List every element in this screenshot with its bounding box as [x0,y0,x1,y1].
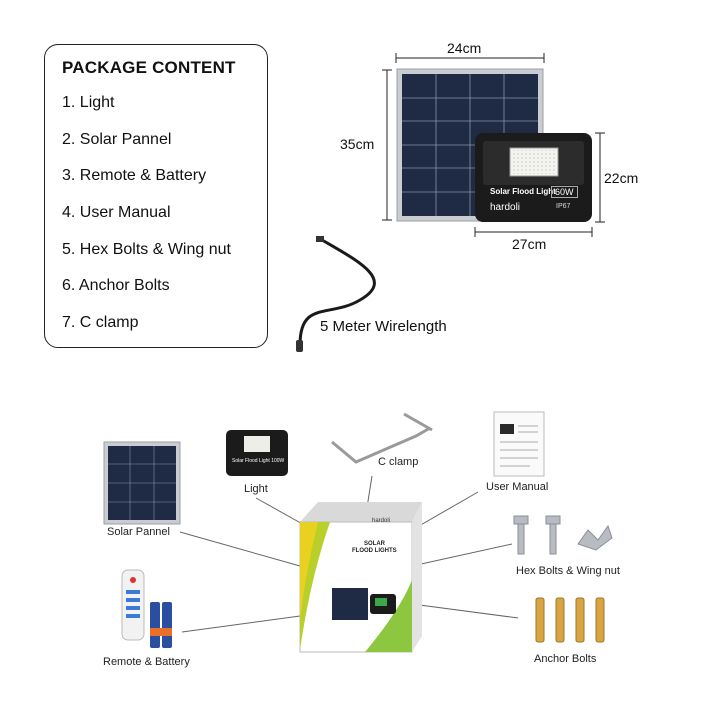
wire-length-label: 5 Meter Wirelength [320,318,447,335]
package-item: 2. Solar Pannel [62,131,172,148]
panel-height-label: 35cm [340,136,375,152]
small-light-label: Solar Flood Light 100W [232,458,285,464]
line-anchor-bolts [411,603,519,619]
package-item: 4. User Manual [62,204,171,221]
label-hex-bolts: Hex Bolts & Wing nut [516,565,620,577]
hex-bolts-image [513,515,613,555]
package-content-title: PACKAGE CONTENT [62,58,236,77]
wire-image [298,238,376,346]
light-rating: IP67 [556,203,571,210]
package-content-box [44,44,268,348]
label-anchor-bolts: Anchor Bolts [534,653,597,665]
c-clamp-image [331,412,433,464]
box-brand: hardoli [372,518,391,524]
package-item: 7. C clamp [62,314,139,331]
label-c-clamp: C clamp [378,456,419,468]
box-line2: FLOOD LIGHTS [352,548,397,554]
remote-battery-image [121,569,172,648]
label-light: Light [244,483,268,495]
label-user-manual: User Manual [486,481,549,493]
package-item: 3. Remote & Battery [62,167,207,184]
light-wattage: 60W [551,186,578,198]
user-manual-image [493,411,545,477]
box-line1: SOLAR [364,541,385,547]
light-width-label: 27cm [512,236,547,252]
package-item: 5. Hex Bolts & Wing nut [62,241,231,258]
panel-width-label: 24cm [447,40,482,56]
solar-panel-small-image [103,441,181,525]
package-item: 6. Anchor Bolts [62,277,170,294]
anchor-bolts-image [535,597,605,643]
label-solar-panel: Solar Pannel [107,526,170,538]
line-hex-bolts [411,543,513,567]
flood-light-image [475,133,592,222]
product-box-image [299,502,422,653]
line-solar-panel [179,531,301,567]
line-remote [181,615,301,633]
light-height-label: 22cm [604,170,639,186]
product-illustration [296,53,605,352]
light-label-text: Solar Flood Light [490,187,556,196]
dimension-lines [382,53,605,237]
contents-diagram [103,411,613,653]
label-remote-battery: Remote & Battery [103,656,190,668]
line-light [255,497,307,527]
light-small-image [226,430,288,476]
line-user-manual [411,491,479,531]
light-brand: hardoli [490,202,521,213]
package-item: 1. Light [62,94,115,111]
